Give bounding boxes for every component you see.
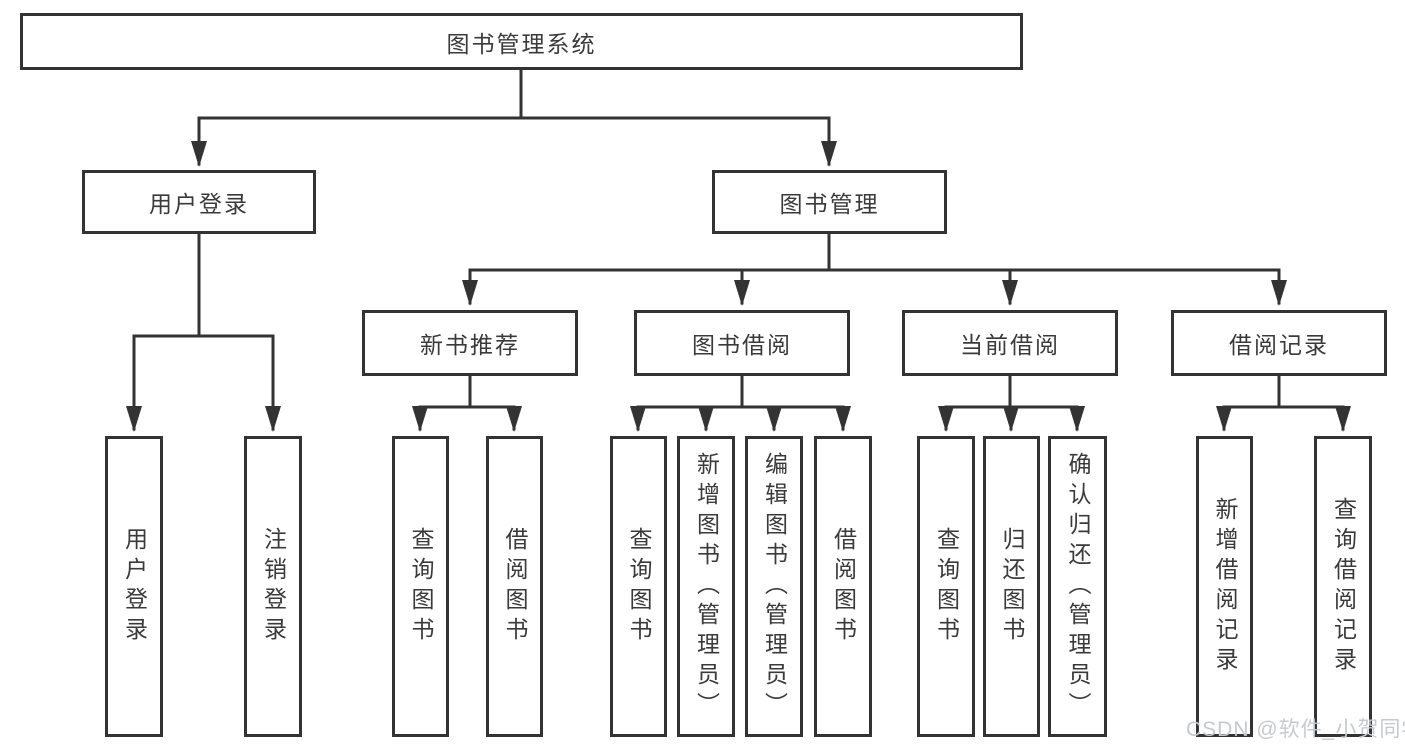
- node-label: 编辑图书（管理员）: [761, 451, 788, 722]
- node-label: 用户登录: [121, 526, 148, 647]
- node-library-management-system: 图书管理系统: [20, 13, 1023, 70]
- node-borrowing-records: 借阅记录: [1171, 310, 1387, 376]
- node-label: 图书借阅: [692, 332, 792, 358]
- node-user-login: 用户登录: [105, 436, 163, 737]
- node-label: 当前借阅: [960, 332, 1060, 358]
- node-label: 查询图书: [933, 526, 960, 647]
- node-label: 归还图书: [999, 526, 1025, 647]
- node-label: 查询借阅记录: [1330, 496, 1357, 677]
- node-borrow-books-recommendation: 借阅图书: [486, 436, 543, 737]
- node-label: 图书管理: [779, 191, 880, 217]
- node-label: 新书推荐: [420, 332, 520, 358]
- watermark: CSDN @软件_小贺同学: [1186, 718, 1405, 741]
- node-add-books-admin: 新增图书（管理员）: [677, 436, 735, 737]
- node-confirm-return-admin: 确认归还（管理员）: [1048, 436, 1107, 737]
- node-add-borrow-record: 新增借阅记录: [1196, 436, 1253, 737]
- node-borrow-books-borrowing: 借阅图书: [814, 436, 872, 737]
- node-label: 借阅记录: [1229, 332, 1329, 358]
- node-new-book-recommendation: 新书推荐: [362, 310, 578, 376]
- node-label: 借阅图书: [830, 526, 857, 647]
- node-current-borrowing: 当前借阅: [902, 310, 1118, 376]
- node-edit-books-admin: 编辑图书（管理员）: [745, 436, 803, 737]
- node-label: 新增图书（管理员）: [693, 451, 720, 722]
- node-query-books-recommendation: 查询图书: [392, 436, 449, 737]
- node-query-books-current: 查询图书: [917, 436, 975, 737]
- node-logout: 注销登录: [244, 436, 302, 737]
- node-label: 确认归还（管理员）: [1065, 451, 1091, 722]
- node-query-borrow-record: 查询借阅记录: [1314, 436, 1372, 737]
- node-label: 用户登录: [149, 191, 249, 217]
- node-book-management: 图书管理: [712, 170, 947, 234]
- node-book-borrowing: 图书借阅: [634, 310, 850, 376]
- node-label: 查询图书: [408, 526, 434, 647]
- node-label: 借阅图书: [502, 526, 528, 647]
- node-label: 查询图书: [626, 526, 652, 647]
- node-query-books-borrowing: 查询图书: [610, 436, 667, 737]
- node-return-books: 归还图书: [983, 436, 1040, 737]
- node-user-login-group: 用户登录: [82, 170, 316, 234]
- node-label: 注销登录: [260, 526, 287, 647]
- node-label: 新增借阅记录: [1212, 496, 1238, 677]
- node-label: 图书管理系统: [446, 30, 597, 57]
